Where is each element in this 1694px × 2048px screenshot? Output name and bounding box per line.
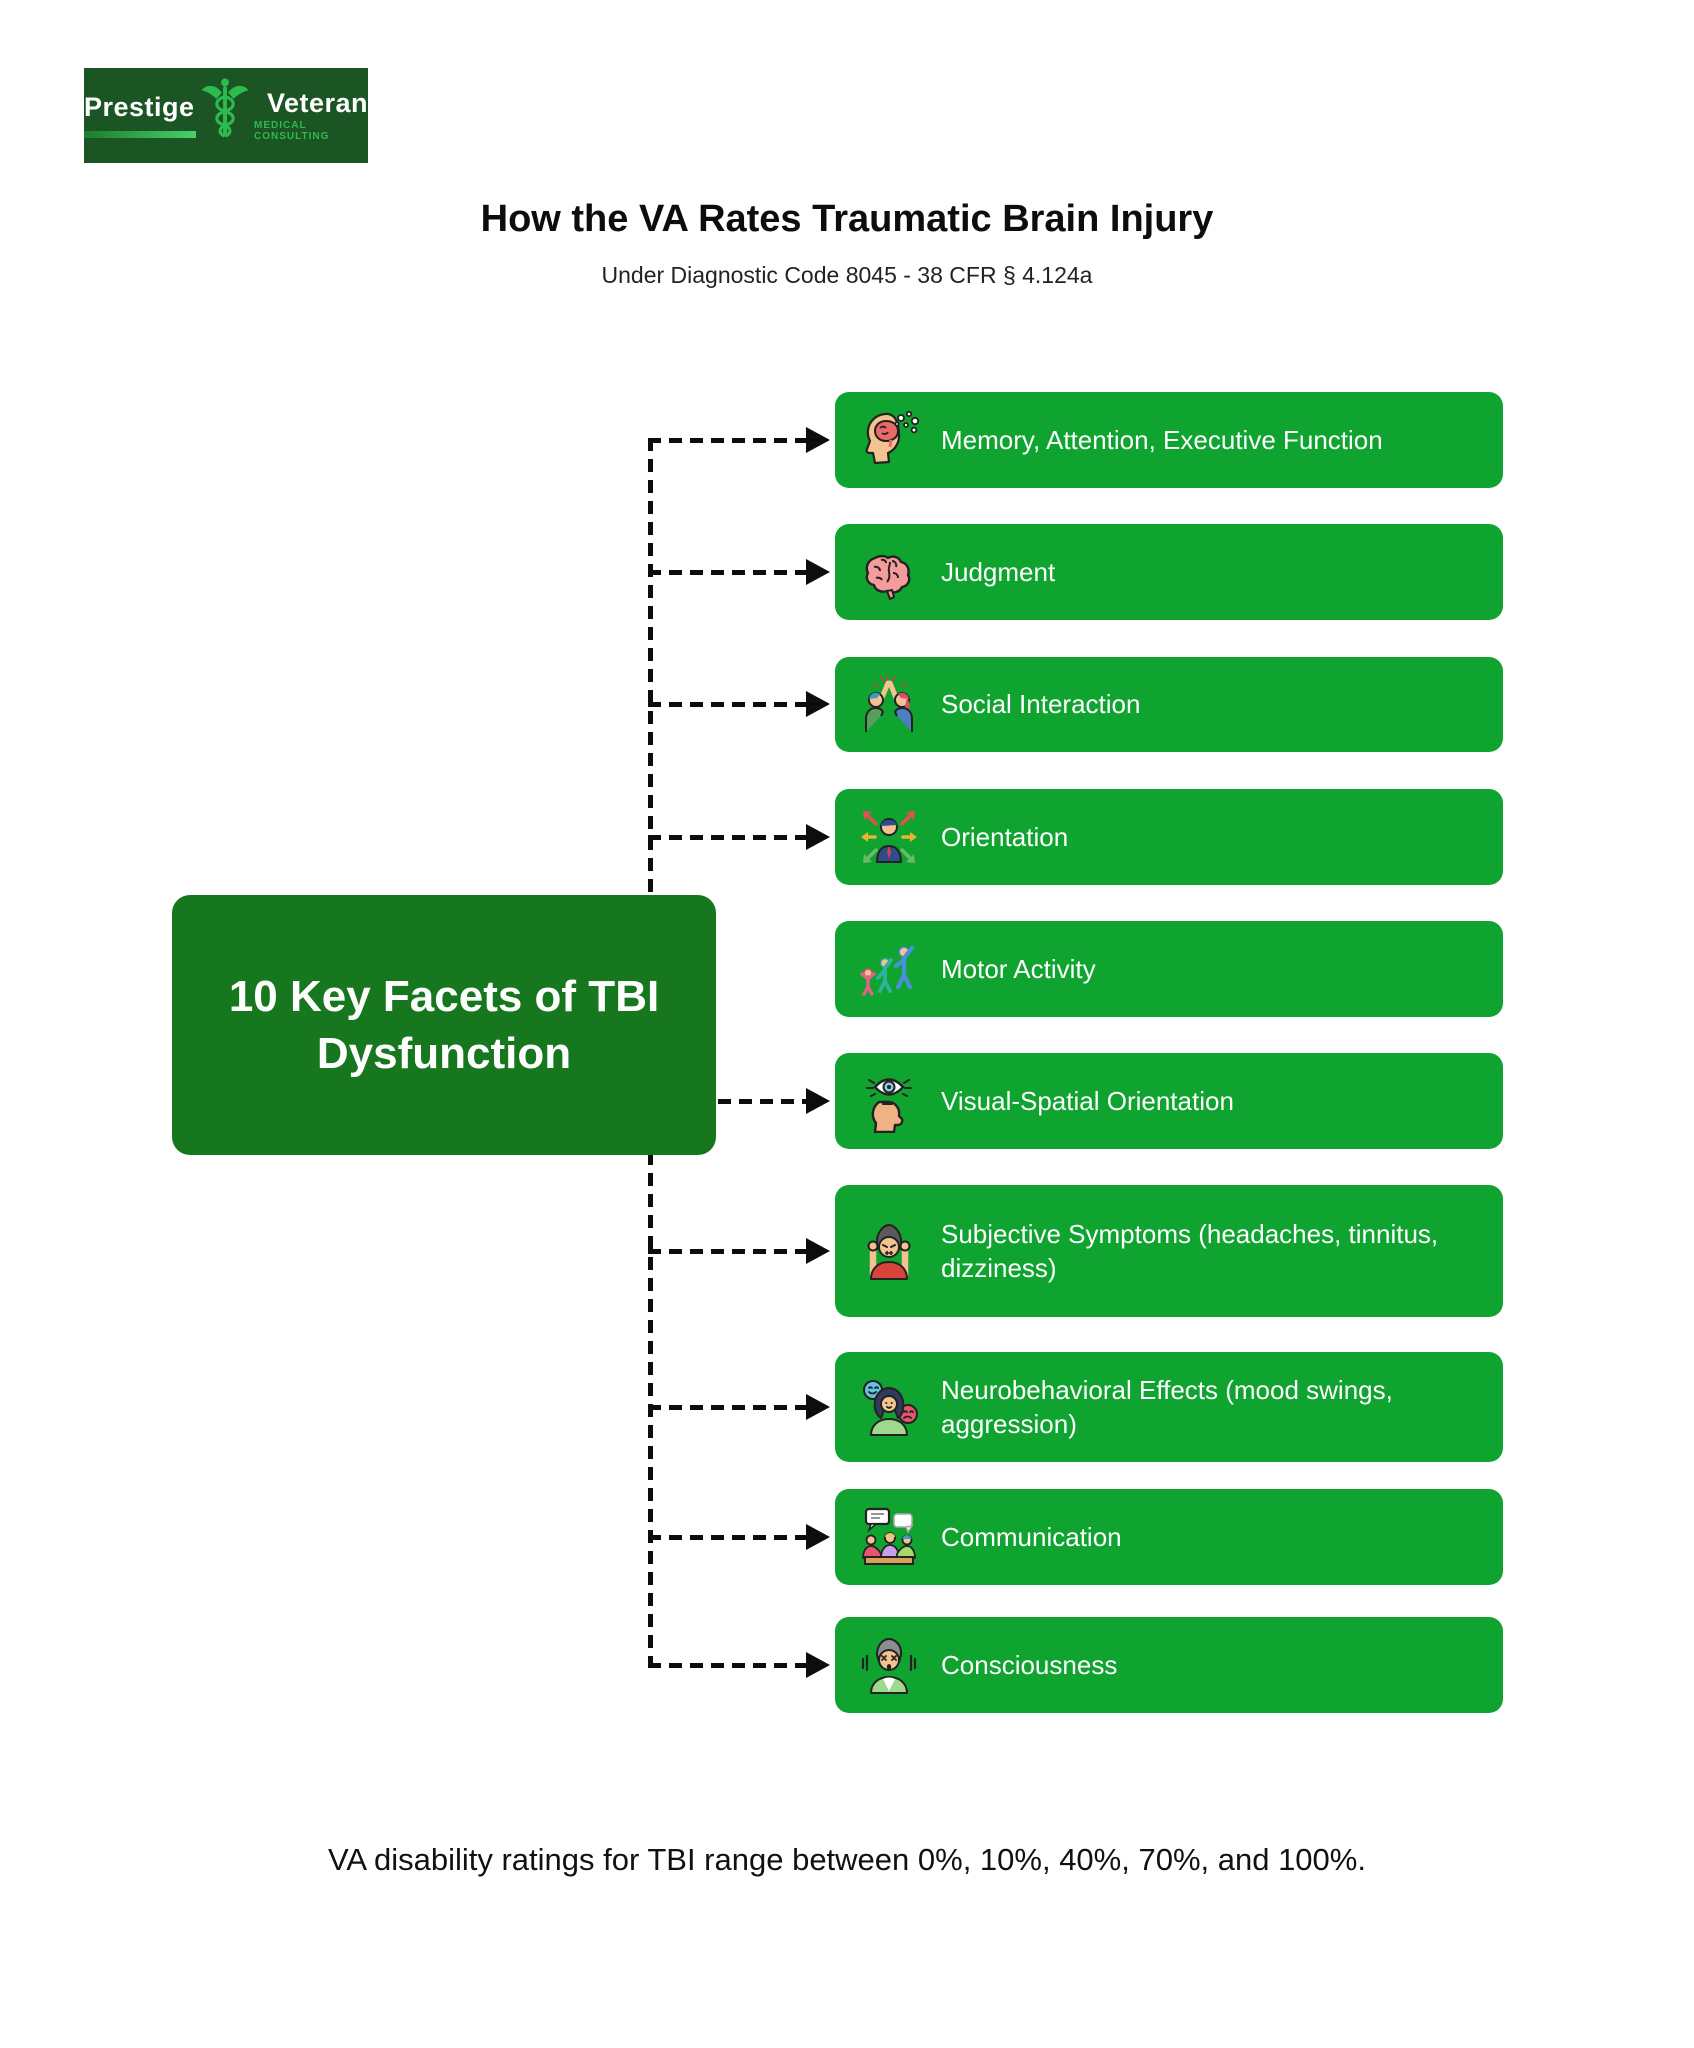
facet-label: Neurobehavioral Effects (mood swings, ag… [941, 1374, 1393, 1439]
arrowhead-icon [806, 559, 830, 585]
visual-spatial-icon [857, 1069, 921, 1133]
brand-left-block: Prestige [84, 92, 196, 138]
judgment-brain-icon [857, 540, 921, 604]
memory-icon [857, 408, 921, 472]
caduceus-icon [201, 78, 249, 137]
social-interaction-icon [857, 673, 921, 737]
facet-row: Social Interaction [835, 657, 1503, 752]
connector-branch [648, 1663, 806, 1668]
facet-row: Motor Activity [835, 921, 1503, 1017]
arrowhead-icon [806, 1088, 830, 1114]
page-subtitle: Under Diagnostic Code 8045 - 38 CFR § 4.… [601, 262, 1093, 288]
facet-label: Memory, Attention, Executive Function [941, 424, 1383, 455]
connector-branch [648, 835, 806, 840]
facet-label: Orientation [941, 821, 1069, 852]
facet-label: Social Interaction [941, 689, 1141, 720]
connector-branch [648, 1535, 806, 1540]
arrowhead-icon [806, 427, 830, 453]
brand-tagline: MEDICAL CONSULTING [254, 120, 330, 143]
neurobehavioral-icon [857, 1375, 921, 1439]
center-box: 10 Key Facets of TBI Dysfunction [172, 895, 716, 1155]
logo-underline [84, 130, 196, 138]
brand-name-left: Prestige [84, 92, 195, 123]
arrowhead-icon [806, 1652, 830, 1678]
facet-label: Visual-Spatial Orientation [941, 1085, 1234, 1116]
connector-branch [648, 1405, 806, 1410]
arrowhead-icon [806, 1524, 830, 1550]
arrowhead-icon [806, 691, 830, 717]
connector-branch [648, 702, 806, 707]
connector-branch [648, 1249, 806, 1254]
facet-row: Orientation [835, 789, 1503, 885]
arrowhead-icon [806, 1394, 830, 1420]
footer-note: VA disability ratings for TBI range betw… [328, 1842, 1366, 1877]
facet-row: Consciousness [835, 1617, 1503, 1713]
brand-right-block: Veteran MEDICAL CONSULTING [254, 87, 368, 143]
facet-label: Communication [941, 1521, 1122, 1552]
connector-branch [718, 1099, 806, 1104]
facet-row: Subjective Symptoms (headaches, tinnitus… [835, 1185, 1503, 1317]
facet-label: Judgment [941, 556, 1056, 587]
center-box-label: 10 Key Facets of TBI Dysfunction [228, 971, 660, 1078]
facet-row: Visual-Spatial Orientation [835, 1053, 1503, 1149]
facet-label: Motor Activity [941, 953, 1096, 984]
facet-row: Neurobehavioral Effects (mood swings, ag… [835, 1352, 1503, 1462]
connector-branch [648, 438, 806, 443]
brand-name-right: Veteran [266, 87, 368, 118]
orientation-icon [857, 805, 921, 869]
communication-icon [857, 1505, 921, 1569]
subjective-symptoms-icon [857, 1219, 921, 1283]
facet-row: Judgment [835, 524, 1503, 620]
motor-activity-icon [857, 937, 921, 1001]
consciousness-icon [857, 1633, 921, 1697]
arrowhead-icon [806, 1238, 830, 1264]
page-title: How the VA Rates Traumatic Brain Injury [480, 198, 1214, 240]
facet-row: Memory, Attention, Executive Function [835, 392, 1503, 488]
facet-row: Communication [835, 1489, 1503, 1585]
facet-label: Subjective Symptoms (headaches, tinnitus… [941, 1218, 1439, 1283]
arrowhead-icon [806, 824, 830, 850]
connector-branch [648, 570, 806, 575]
facet-label: Consciousness [941, 1649, 1118, 1680]
brand-logo: Prestige Veteran MEDICAL CONSULTING [84, 68, 368, 163]
